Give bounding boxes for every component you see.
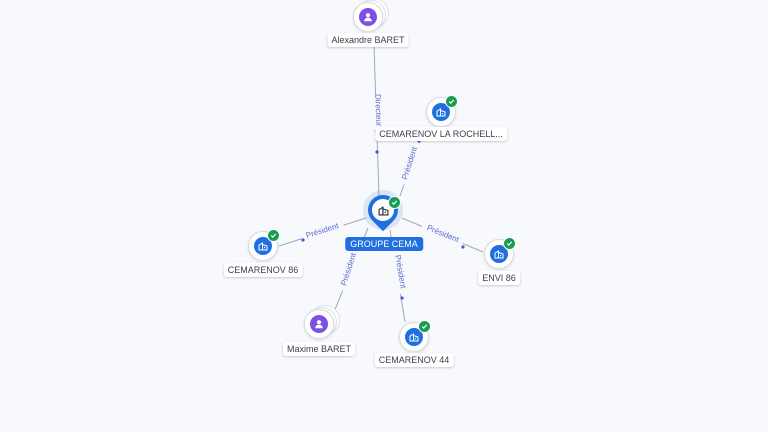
- edge-arrow-icon: [301, 238, 305, 242]
- edge-label-bg: [338, 247, 361, 292]
- node-label-envi86[interactable]: ENVI 86: [478, 271, 520, 285]
- edge-arrow-icon: [375, 150, 379, 154]
- building-icon: [254, 237, 272, 255]
- edge-label-bg: [300, 220, 345, 243]
- node-label-maxime[interactable]: Maxime BARET: [282, 342, 356, 356]
- person-icon: [310, 315, 328, 333]
- building-icon: [490, 245, 508, 263]
- edge-label-cemarenov86: Président: [305, 221, 341, 240]
- node-circle-rochelle[interactable]: [426, 97, 456, 127]
- verified-check-icon: [267, 229, 280, 242]
- node-circle-alexandre[interactable]: [353, 2, 383, 32]
- person-icon: [359, 8, 377, 26]
- edge-label-rochelle: Président: [400, 145, 419, 181]
- building-icon: [432, 103, 450, 121]
- edge-arrow-icon: [400, 296, 404, 300]
- edge-label-bg: [391, 249, 408, 295]
- verified-check-icon: [388, 196, 401, 209]
- node-label-cemarenov44[interactable]: CEMARENOV 44: [374, 353, 454, 367]
- node-label-cemarenov86[interactable]: CEMARENOV 86: [223, 263, 303, 277]
- node-label-rochelle[interactable]: CEMARENOV LA ROCHELL...: [375, 127, 507, 141]
- edge-label-alexandre: Directeur g...: [373, 94, 384, 140]
- building-icon: [405, 328, 423, 346]
- node-circle-cemarenov86[interactable]: [248, 231, 278, 261]
- edge-label-maxime: Président: [339, 251, 358, 287]
- edge-label-bg: [399, 141, 422, 186]
- edge-label-bg: [420, 222, 465, 248]
- node-label-alexandre[interactable]: Alexandre BARET: [327, 33, 409, 47]
- verified-check-icon: [445, 95, 458, 108]
- center-node-label[interactable]: GROUPE CEMA: [345, 237, 423, 251]
- verified-check-icon: [503, 237, 516, 250]
- verified-check-icon: [418, 320, 431, 333]
- node-circle-maxime[interactable]: [304, 309, 334, 339]
- edge-arrow-icon: [461, 245, 465, 249]
